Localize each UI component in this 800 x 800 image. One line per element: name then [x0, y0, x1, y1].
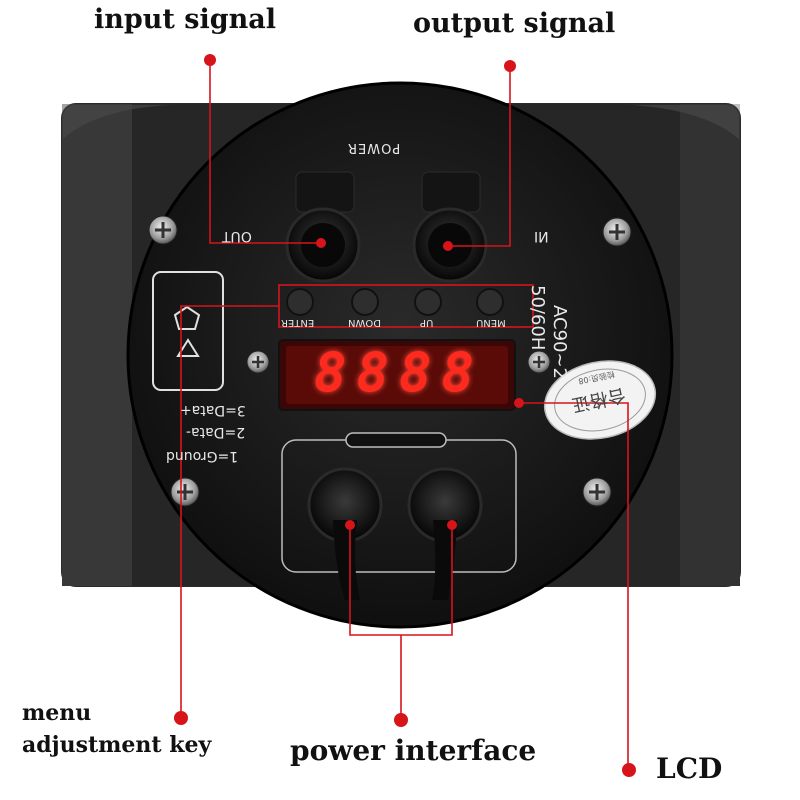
- screw-icon: [527, 350, 551, 374]
- button-label-menu: MENU: [476, 317, 506, 328]
- callout-menu-line-2: adjustment key: [22, 732, 212, 758]
- screw-icon: [582, 477, 612, 507]
- callout-dots: [174, 54, 636, 777]
- button-label-enter: ENTER: [281, 317, 315, 328]
- button-label-down: DOWN: [348, 317, 381, 328]
- in-connector: [412, 171, 488, 283]
- screw-icon: [170, 477, 200, 507]
- projection-icon: [173, 305, 201, 330]
- certification-box: [152, 271, 224, 391]
- out-connector: [285, 171, 361, 283]
- callout-lines: [180, 60, 629, 768]
- callout-power-interface: power interface: [290, 734, 537, 767]
- dmx-line-3: 3=Data+: [180, 402, 246, 418]
- screw-icon: [148, 215, 178, 245]
- power-label: POWER: [347, 140, 401, 155]
- in-label: IN: [534, 228, 549, 244]
- power-connector: [407, 467, 483, 600]
- callout-input-signal: input signal: [94, 4, 276, 35]
- callout-lcd: LCD: [656, 752, 723, 785]
- warning-icon: [176, 338, 200, 357]
- lcd-digits: 8888: [313, 341, 485, 404]
- screw-icon: [602, 217, 632, 247]
- power-connector: [307, 467, 383, 600]
- voltage-line-2: 50/60H: [527, 285, 548, 351]
- callout-output-signal: output signal: [413, 8, 616, 39]
- out-label: OUT: [222, 228, 252, 244]
- voltage-line-1: AC90~2: [549, 305, 570, 380]
- dmx-line-2: 2=Data-: [186, 424, 246, 440]
- screw-icon: [246, 350, 270, 374]
- callout-menu-line-1: menu: [22, 700, 92, 726]
- button-label-up: UP: [420, 317, 434, 328]
- dmx-line-1: 1=Ground: [166, 448, 239, 464]
- button-strip: [286, 288, 504, 316]
